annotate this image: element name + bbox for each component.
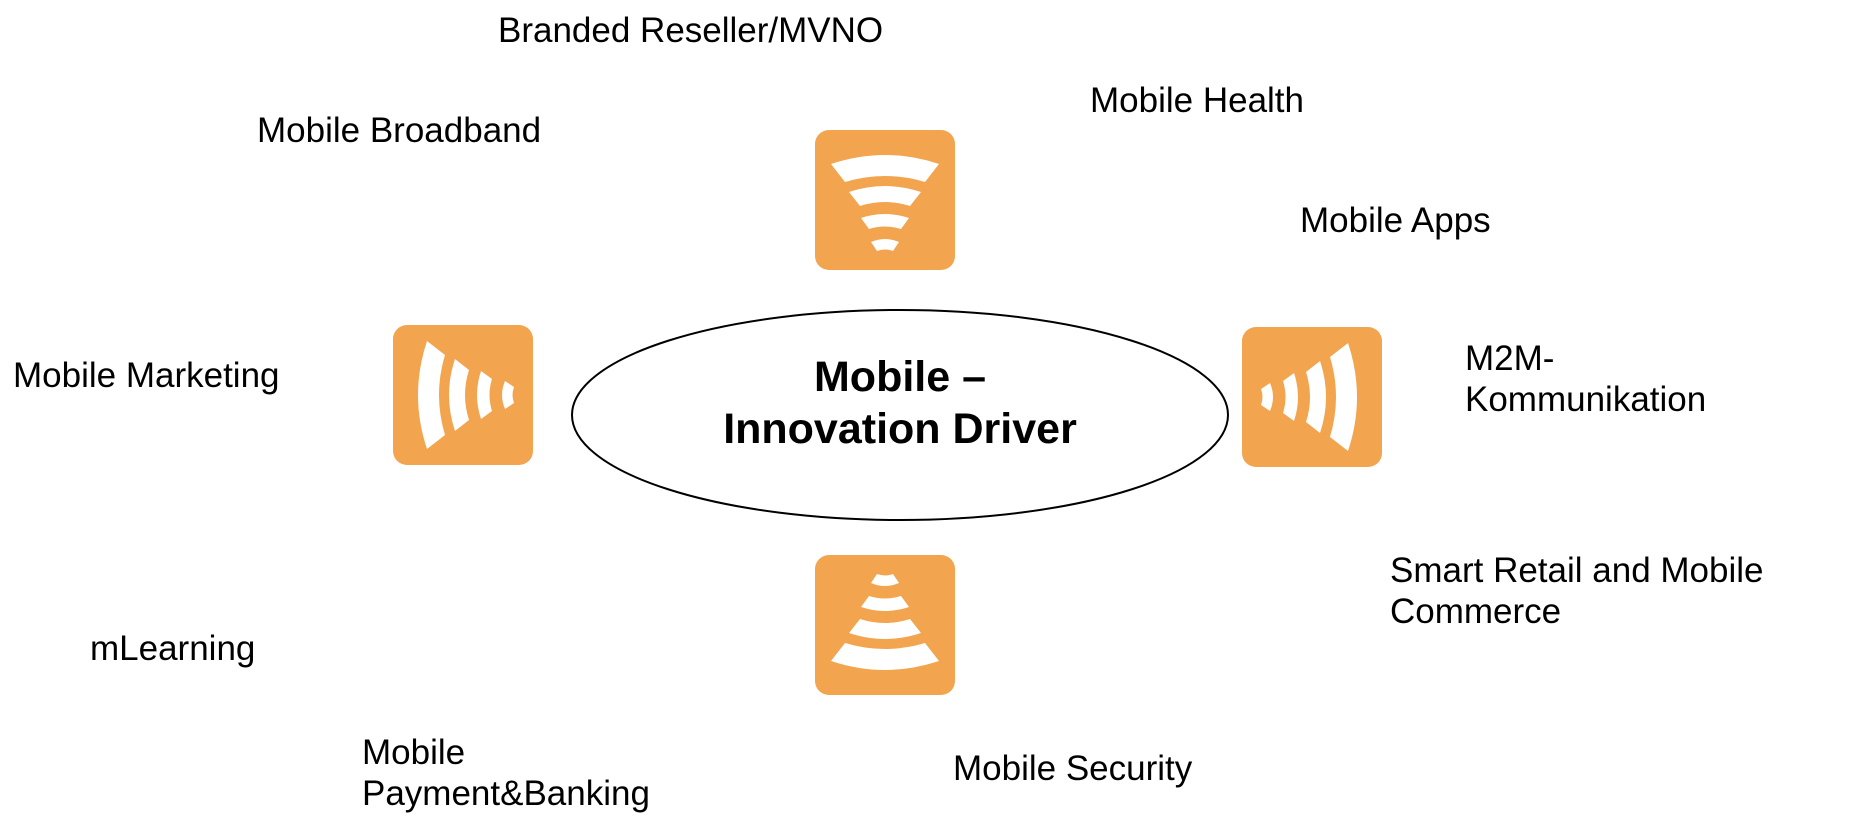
label-m2m-line2: Kommunikation: [1465, 380, 1707, 420]
central-title: Mobile – Innovation Driver: [680, 352, 1120, 455]
label-smart-retail-line1: Smart Retail and Mobile: [1390, 551, 1764, 590]
label-mobile-payment: Mobile Payment&Banking: [362, 732, 650, 815]
central-title-line2: Innovation Driver: [723, 404, 1077, 453]
label-branded-reseller: Branded Reseller/MVNO: [498, 11, 884, 50]
label-mobile-apps: Mobile Apps: [1300, 201, 1491, 240]
label-smart-retail: Smart Retail and Mobile Commerce: [1390, 550, 1764, 633]
label-smart-retail-line2: Commerce: [1390, 592, 1562, 632]
label-mobile-health: Mobile Health: [1090, 81, 1304, 120]
label-mobile-broadband: Mobile Broadband: [257, 111, 542, 150]
label-m2m-line1: M2M-: [1465, 339, 1555, 378]
label-m2m: M2M- Kommunikation: [1465, 338, 1706, 421]
signal-waves-up-icon: [815, 555, 955, 695]
label-mlearning: mLearning: [90, 629, 256, 668]
signal-waves-right-icon: [1242, 327, 1382, 467]
signal-waves-down-icon: [815, 130, 955, 270]
label-mobile-security: Mobile Security: [953, 749, 1193, 788]
central-title-line1: Mobile –: [813, 353, 987, 401]
label-mobile-payment-line2: Payment&Banking: [362, 774, 650, 814]
signal-waves-left-icon: [393, 325, 533, 465]
label-mobile-marketing: Mobile Marketing: [13, 356, 280, 395]
label-mobile-payment-line1: Mobile: [362, 733, 466, 772]
